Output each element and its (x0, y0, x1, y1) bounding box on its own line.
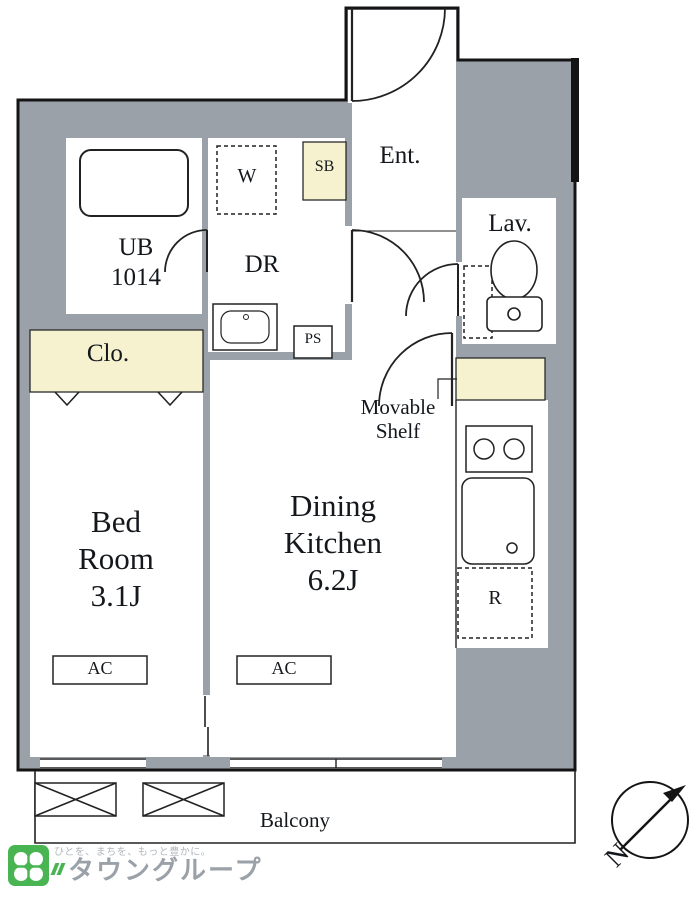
bedroom-line2: Room (78, 541, 154, 576)
dk-line1: Dining (289, 488, 377, 523)
label-ac-dk: AC (271, 658, 297, 678)
compass-circle (611, 781, 689, 859)
ac-unit-dk-box (236, 655, 332, 685)
windows (40, 758, 442, 769)
compass-arrowhead-icon (663, 785, 686, 802)
washbasin-faucet-icon (243, 314, 249, 320)
storage-fills (29, 141, 546, 401)
balcony-equipment-boxes (34, 782, 225, 817)
dashed-spaces (216, 145, 533, 639)
room-label-pipe-space: PS (304, 331, 322, 347)
bedroom-sliding-door (204, 696, 209, 756)
entrance-porch (348, 10, 456, 103)
label-refrigerator: R (488, 587, 502, 609)
bedroom-window (40, 758, 146, 769)
compass-needle (619, 791, 679, 851)
room-label-unit-bath: UB 1014 (96, 233, 176, 293)
room-label-movable-shelf: Movable Shelf (345, 395, 451, 443)
sink-drain-icon (506, 542, 518, 554)
ac-unit-bedroom-box (52, 655, 148, 685)
closet-box (29, 329, 204, 393)
room-label-washer: W (237, 165, 257, 187)
bathtub-icon (79, 149, 189, 217)
refrigerator-space-box (457, 567, 533, 639)
label-balcony: Balcony (260, 808, 330, 832)
room-label-bedroom: Bed Room 3.1J (41, 503, 191, 614)
closet-door-marks (54, 391, 183, 407)
label-ac-bedroom: AC (87, 658, 113, 678)
footer-tagline: ひとを、まちを、もっと豊かに。 (54, 847, 212, 858)
movable-shelf-box (455, 357, 546, 401)
thick-wall-segment (571, 58, 579, 182)
room-label-dining-kitchen: Dining Kitchen 6.2J (258, 487, 408, 598)
compass (611, 781, 689, 859)
bedroom-size: 3.1J (90, 578, 142, 613)
toilet-icon (486, 240, 543, 332)
washer-space-box (216, 145, 277, 215)
footer-brand: タウングループ (50, 855, 263, 886)
doorway-bedroom (203, 695, 210, 755)
room-label-entrance: Ent. (379, 142, 421, 169)
lavatory-door-arc (405, 263, 459, 317)
dk-line2: Kitchen (283, 525, 383, 560)
movable-shelf-line1: Movable (360, 395, 436, 419)
unit-bath-name: UB (118, 234, 154, 261)
bath-door-arc (164, 229, 208, 273)
room-label-dressing-room: DR (244, 251, 280, 278)
doorway-hall (344, 226, 354, 304)
bedroom-room (30, 392, 203, 757)
entrance-door-arc (351, 7, 446, 102)
fixtures (52, 149, 535, 685)
door-swings (164, 7, 459, 407)
shoebox-box (302, 141, 347, 201)
dk-size: 6.2J (307, 562, 359, 597)
kitchen-sink-icon (461, 477, 535, 565)
unit-bath-size: 1014 (111, 264, 161, 291)
brand-name-text: タウングループ (68, 855, 263, 885)
brand-quote-mark-icon (50, 863, 66, 879)
bedroom-line1: Bed (91, 504, 141, 539)
pipe-space-box (293, 325, 333, 359)
dk-door-arc (378, 332, 453, 407)
stove-burner-icon (473, 438, 495, 460)
clover-logo-icon (8, 845, 49, 886)
room-label-lavatory: Lav. (488, 210, 532, 237)
room-label-shoebox: SB (314, 158, 335, 175)
washbasin-bowl-icon (220, 310, 270, 344)
dining-kitchen-room (210, 360, 456, 757)
shelf-leader-line (437, 378, 457, 399)
movable-shelf-line2: Shelf (375, 419, 421, 443)
room-label-closet: Clo. (86, 340, 130, 367)
stove-burner-icon (503, 438, 525, 460)
